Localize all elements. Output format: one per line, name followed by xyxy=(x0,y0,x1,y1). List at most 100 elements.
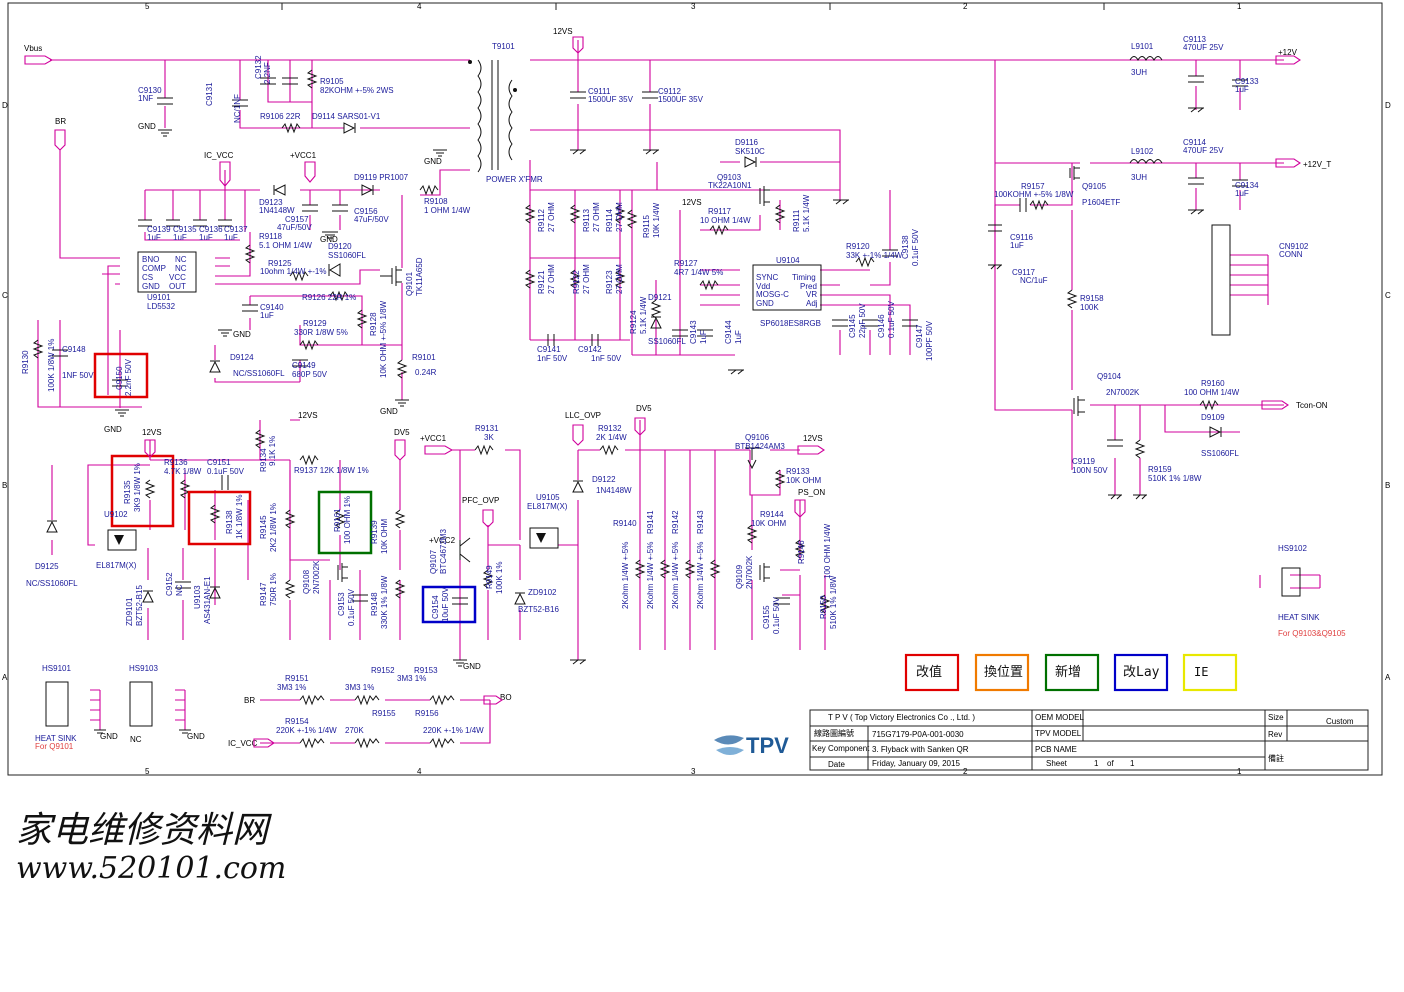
svg-text:C9137: C9137 xyxy=(224,225,248,234)
svg-text:R9148: R9148 xyxy=(370,592,379,616)
svg-text:R9153: R9153 xyxy=(414,666,438,675)
svg-text:10K OHM: 10K OHM xyxy=(380,519,389,554)
svg-text:C9145: C9145 xyxy=(848,314,857,338)
svg-text:AS431AN-E1: AS431AN-E1 xyxy=(203,576,212,624)
svg-text:5.1K 1/4W: 5.1K 1/4W xyxy=(802,194,811,232)
svg-text:100K 1%: 100K 1% xyxy=(495,562,504,594)
svg-text:C9147: C9147 xyxy=(915,324,924,348)
svg-text:GND: GND xyxy=(463,662,481,671)
svg-text:R9136: R9136 xyxy=(164,458,188,467)
legend-label-0: 改值 xyxy=(916,664,942,680)
svg-text:Rev: Rev xyxy=(1268,730,1282,739)
svg-text:R9114: R9114 xyxy=(605,208,614,232)
components xyxy=(32,56,1301,749)
svg-text:NC/1NF: NC/1NF xyxy=(233,94,242,123)
svg-text:GND: GND xyxy=(142,282,160,291)
svg-text:GND: GND xyxy=(233,330,251,339)
svg-text:1K 1/8W 1%: 1K 1/8W 1% xyxy=(235,495,244,539)
svg-text:BZT52-B15: BZT52-B15 xyxy=(135,585,144,626)
tpv-logo: TPV xyxy=(714,733,789,758)
svg-text:3M3 1%: 3M3 1% xyxy=(277,683,306,692)
svg-text:2K 1/4W: 2K 1/4W xyxy=(596,433,627,442)
svg-text:BZT52-B16: BZT52-B16 xyxy=(518,605,559,614)
net-tcon-on: Tcon-ON xyxy=(1296,401,1328,410)
svg-text:0.1uF 50V: 0.1uF 50V xyxy=(772,596,781,634)
svg-text:R9126 22R 1%: R9126 22R 1% xyxy=(302,293,356,302)
svg-text:TPV MODEL: TPV MODEL xyxy=(1035,729,1082,738)
svg-text:1uF: 1uF xyxy=(1235,85,1249,94)
svg-text:C9133: C9133 xyxy=(1235,77,1259,86)
legend-label-1: 換位置 xyxy=(984,665,1023,680)
hs9101-box xyxy=(45,681,69,727)
u9101-box xyxy=(137,251,197,293)
svg-text:C9141: C9141 xyxy=(537,345,561,354)
svg-text:5.1 OHM 1/4W: 5.1 OHM 1/4W xyxy=(259,241,312,250)
svg-text:3K9 1/8W 1%: 3K9 1/8W 1% xyxy=(133,463,142,512)
drawing-frame xyxy=(7,2,1383,776)
net-pfc-ovp: PFC_OVP xyxy=(462,496,499,505)
svg-text:ZD9101: ZD9101 xyxy=(125,597,134,626)
svg-text:100 OHM 1/4W: 100 OHM 1/4W xyxy=(1184,388,1240,397)
svg-text:470UF 25V: 470UF 25V xyxy=(1183,43,1224,52)
svg-text:R9127: R9127 xyxy=(674,259,698,268)
svg-text:SS1060FL: SS1060FL xyxy=(328,251,366,260)
svg-text:5: 5 xyxy=(145,767,150,776)
svg-text:220K +-1% 1/4W: 220K +-1% 1/4W xyxy=(423,726,484,735)
svg-text:100PF 50V: 100PF 50V xyxy=(925,320,934,361)
legend-swatch-2 xyxy=(1044,653,1100,692)
svg-text:NC/SS1060FL: NC/SS1060FL xyxy=(26,579,78,588)
svg-text:CS: CS xyxy=(142,273,153,282)
svg-text:Q9109: Q9109 xyxy=(735,564,744,589)
svg-text:R9137 12K 1/8W 1%: R9137 12K 1/8W 1% xyxy=(294,466,369,475)
legend-label-3: 改Lay xyxy=(1123,665,1160,680)
svg-text:BTB1424AM3: BTB1424AM3 xyxy=(735,442,785,451)
svg-text:C9148: C9148 xyxy=(62,345,86,354)
svg-text:270K: 270K xyxy=(345,726,364,735)
svg-text:C9131: C9131 xyxy=(205,82,214,106)
svg-text:R9133: R9133 xyxy=(786,467,810,476)
svg-text:1N4148W: 1N4148W xyxy=(596,486,632,495)
svg-text:U9102: U9102 xyxy=(104,510,128,519)
drawing-number: 715G7179-P0A-001-0030 xyxy=(872,730,964,739)
svg-text:R9160: R9160 xyxy=(1201,379,1225,388)
inductors xyxy=(1129,56,1163,165)
title-block: T P V ( Top Victory Electronics Co ., Lt… xyxy=(714,709,1369,771)
svg-text:A: A xyxy=(2,673,8,682)
svg-text:P1604ETF: P1604ETF xyxy=(1082,198,1120,207)
svg-text:R9146: R9146 xyxy=(797,540,806,564)
svg-text:HS9101: HS9101 xyxy=(42,664,71,673)
svg-text:680P 50V: 680P 50V xyxy=(292,370,328,379)
svg-text:R9128: R9128 xyxy=(369,312,378,336)
svg-text:C9139: C9139 xyxy=(147,225,171,234)
svg-text:1uF: 1uF xyxy=(147,233,161,242)
svg-text:T9101: T9101 xyxy=(492,42,515,51)
svg-text:Timing: Timing xyxy=(792,273,816,282)
svg-text:2Kohm 1/4W +-5%: 2Kohm 1/4W +-5% xyxy=(696,542,705,609)
highlight-r9138 xyxy=(187,490,252,546)
svg-text:Q9104: Q9104 xyxy=(1097,372,1122,381)
svg-text:Q9107: Q9107 xyxy=(429,549,438,574)
net-dv5-right: DV5 xyxy=(636,404,652,413)
svg-text:3UH: 3UH xyxy=(1131,173,1147,182)
svg-text:D9119 PR1007: D9119 PR1007 xyxy=(354,173,409,182)
svg-text:0.1uF 50V: 0.1uF 50V xyxy=(207,467,245,476)
svg-text:330K 1% 1/8W: 330K 1% 1/8W xyxy=(380,575,389,629)
svg-text:1 OHM 1/4W: 1 OHM 1/4W xyxy=(424,206,471,215)
svg-text:1uF: 1uF xyxy=(224,233,238,242)
tick-3: 3 xyxy=(691,2,696,11)
net-12v-t: +12V_T xyxy=(1303,160,1331,169)
svg-text:Size: Size xyxy=(1268,713,1284,722)
drawing-date: Friday, January 09, 2015 xyxy=(872,759,960,768)
svg-text:U9101: U9101 xyxy=(147,293,171,302)
svg-text:3UH: 3UH xyxy=(1131,68,1147,77)
svg-text:GND: GND xyxy=(320,235,338,244)
hs9103-box xyxy=(129,681,153,727)
svg-text:2: 2 xyxy=(963,767,968,776)
svg-text:SS1060FL: SS1060FL xyxy=(648,337,686,346)
svg-text:3M3 1%: 3M3 1% xyxy=(345,683,374,692)
svg-text:47uF/50V: 47uF/50V xyxy=(277,223,312,232)
svg-text:22pF 50V: 22pF 50V xyxy=(858,303,867,338)
svg-text:C9150: C9150 xyxy=(115,366,124,390)
svg-text:0.1uF 50V: 0.1uF 50V xyxy=(911,228,920,266)
